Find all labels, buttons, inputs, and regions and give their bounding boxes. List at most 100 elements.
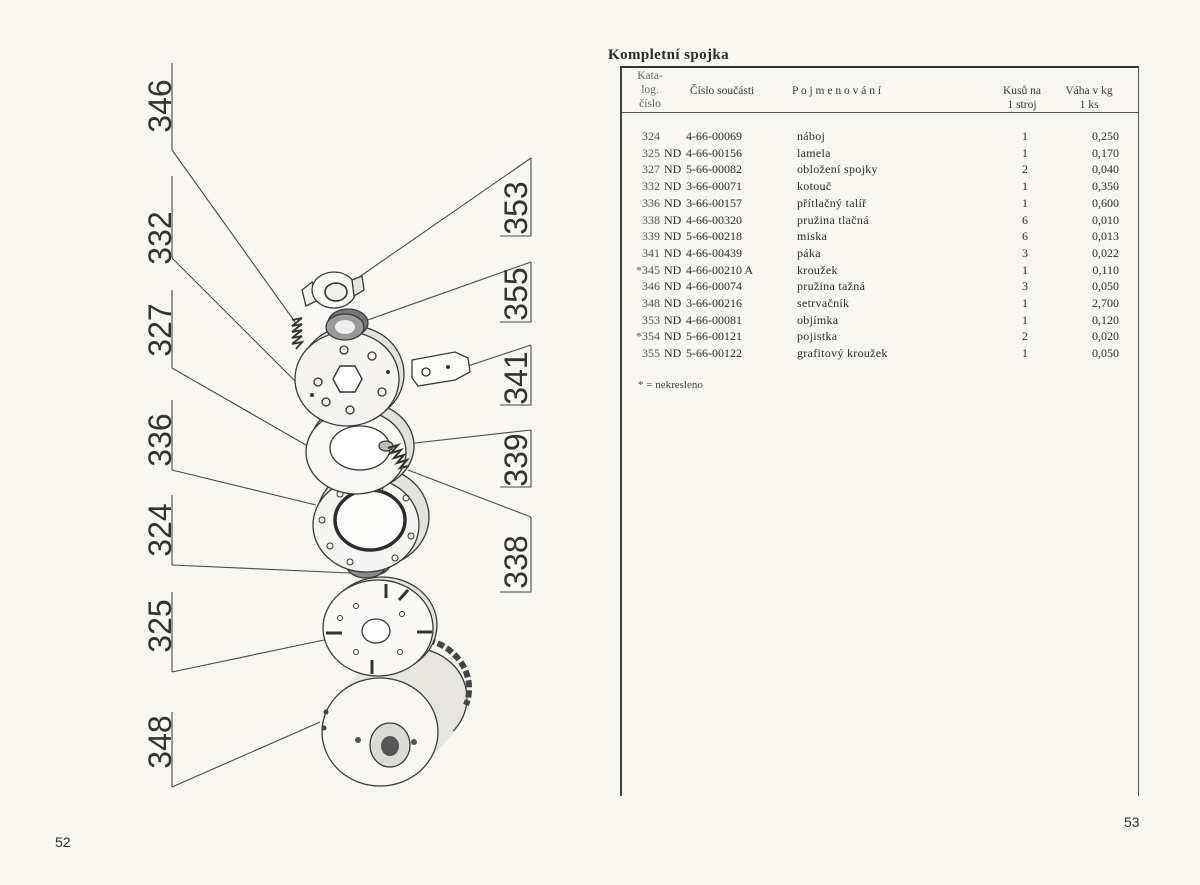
catalog-number-cell: 346 bbox=[642, 279, 660, 294]
header-quantity: Kusů na 1 stroj bbox=[987, 84, 1057, 112]
part-name-cell: kotouč bbox=[797, 179, 832, 194]
leader-line-346 bbox=[171, 149, 296, 323]
label-346: 346 bbox=[142, 79, 178, 132]
weight-cell: 0,120 bbox=[1092, 312, 1119, 327]
page-number-left: 52 bbox=[55, 834, 71, 850]
quantity-cell: 1 bbox=[1022, 262, 1028, 277]
weight-cell: 0,250 bbox=[1092, 129, 1119, 143]
part-number-cell: 4-66-00320 bbox=[686, 212, 742, 227]
lamella-hole bbox=[353, 603, 359, 609]
header-line: číslo bbox=[639, 98, 661, 110]
weight-cell: 0,040 bbox=[1092, 162, 1119, 177]
part-number-cell: 4-66-00439 bbox=[686, 245, 742, 260]
part-number-cell: 3-66-00071 bbox=[686, 179, 742, 194]
spring-coil bbox=[387, 443, 411, 470]
weight-cell: 0,050 bbox=[1092, 279, 1119, 294]
label-353: 353 bbox=[498, 181, 534, 234]
right-labels: 353 355 341 339 338 bbox=[498, 181, 534, 588]
leader-line-355 bbox=[361, 261, 532, 323]
header-line: Kata- bbox=[637, 70, 663, 82]
catalog-number-cell: 336 bbox=[642, 195, 660, 210]
catalog-number-cell: 325 bbox=[642, 145, 660, 160]
plate-hole bbox=[339, 345, 349, 355]
quantity-cell: 1 bbox=[1022, 145, 1028, 160]
catalog-number-cell: 339 bbox=[642, 229, 660, 244]
leader-line-341 bbox=[467, 344, 532, 367]
flywheel-hole bbox=[323, 709, 329, 715]
part-number-cell: 3-66-00157 bbox=[686, 195, 742, 210]
lever-pin bbox=[446, 365, 450, 369]
flywheel-hole bbox=[411, 739, 417, 745]
page-number-right: 53 bbox=[1124, 814, 1140, 830]
leader-line-327 bbox=[171, 367, 307, 446]
weight-cell: 0,110 bbox=[1092, 262, 1119, 277]
lamella-hole bbox=[353, 649, 359, 655]
weight-cell: 0,170 bbox=[1092, 145, 1119, 160]
plate-hex-center bbox=[332, 365, 363, 393]
page-title: Kompletní spojka bbox=[608, 47, 730, 63]
weight-cell: 0,010 bbox=[1092, 212, 1119, 227]
lamella-hole bbox=[399, 611, 405, 617]
footnote: * = nekresleno bbox=[638, 379, 703, 391]
leader-line-338 bbox=[407, 469, 532, 518]
lever-hole bbox=[421, 367, 431, 377]
flywheel-hole bbox=[355, 737, 361, 743]
part-number-cell: 4-66-00074 bbox=[686, 279, 742, 294]
bracket-341 bbox=[500, 345, 532, 406]
catalog-number-cell: 332 bbox=[642, 179, 660, 194]
leader-line-339 bbox=[405, 429, 532, 445]
pressure-plate-hole bbox=[391, 554, 399, 562]
plate-dot bbox=[310, 393, 314, 397]
prefix-cell: ND bbox=[664, 179, 682, 194]
prefix-cell: ND bbox=[664, 312, 682, 327]
pressure-plate-hole bbox=[326, 542, 334, 550]
part-name-cell: lamela bbox=[797, 145, 831, 160]
bracket-353 bbox=[500, 158, 532, 237]
lamella-slot bbox=[397, 588, 410, 602]
pressure-plate-hole bbox=[402, 494, 410, 502]
label-348: 348 bbox=[142, 715, 178, 768]
quantity-cell: 2 bbox=[1022, 162, 1028, 177]
tension-spring-part bbox=[291, 317, 305, 350]
weight-cell: 0,600 bbox=[1092, 195, 1119, 210]
weight-cell: 0,022 bbox=[1092, 245, 1119, 260]
pressure-plate-hole bbox=[346, 558, 354, 566]
catalog-number-cell: 327 bbox=[642, 162, 660, 177]
tension-spring-coil bbox=[291, 317, 305, 350]
left-labels: 346 332 327 336 324 325 348 bbox=[142, 79, 178, 768]
leader-line-332 bbox=[171, 257, 303, 389]
part-name-cell: obložení spojky bbox=[797, 162, 878, 177]
quantity-cell: 1 bbox=[1022, 179, 1028, 194]
left-leaders bbox=[171, 63, 351, 788]
weight-cell: 0,350 bbox=[1092, 179, 1119, 194]
plate-hole bbox=[345, 405, 355, 415]
part-name-cell: setrvačník bbox=[797, 296, 850, 310]
weight-cell: 0,020 bbox=[1092, 329, 1119, 344]
exploded-clutch-diagram: 346 332 327 336 324 325 348 353 355 341 … bbox=[142, 63, 534, 788]
plate-hole bbox=[367, 351, 377, 361]
pressure-spring-part bbox=[378, 440, 411, 470]
label-332: 332 bbox=[142, 211, 178, 264]
quantity-cell: 6 bbox=[1022, 212, 1028, 227]
prefix-cell: ND bbox=[664, 329, 682, 344]
bracket-338 bbox=[500, 517, 532, 593]
table-row: 332 ND 3-66-00071 kotouč 1 0,350 bbox=[622, 178, 1138, 194]
pressure-plate-hole bbox=[407, 532, 415, 540]
header-catalog-number: Kata- log. číslo bbox=[630, 69, 670, 111]
label-325: 325 bbox=[142, 599, 178, 652]
quantity-cell: 6 bbox=[1022, 229, 1028, 244]
header-line: 1 ks bbox=[1079, 99, 1099, 111]
quantity-cell: 3 bbox=[1022, 245, 1028, 260]
lamella-hole bbox=[397, 649, 403, 655]
label-339: 339 bbox=[498, 433, 534, 486]
flywheel-hole bbox=[321, 725, 327, 731]
part-name-cell: objímka bbox=[797, 312, 839, 327]
parts-table: Kata- log. číslo Číslo součásti P o j m … bbox=[620, 66, 1139, 796]
